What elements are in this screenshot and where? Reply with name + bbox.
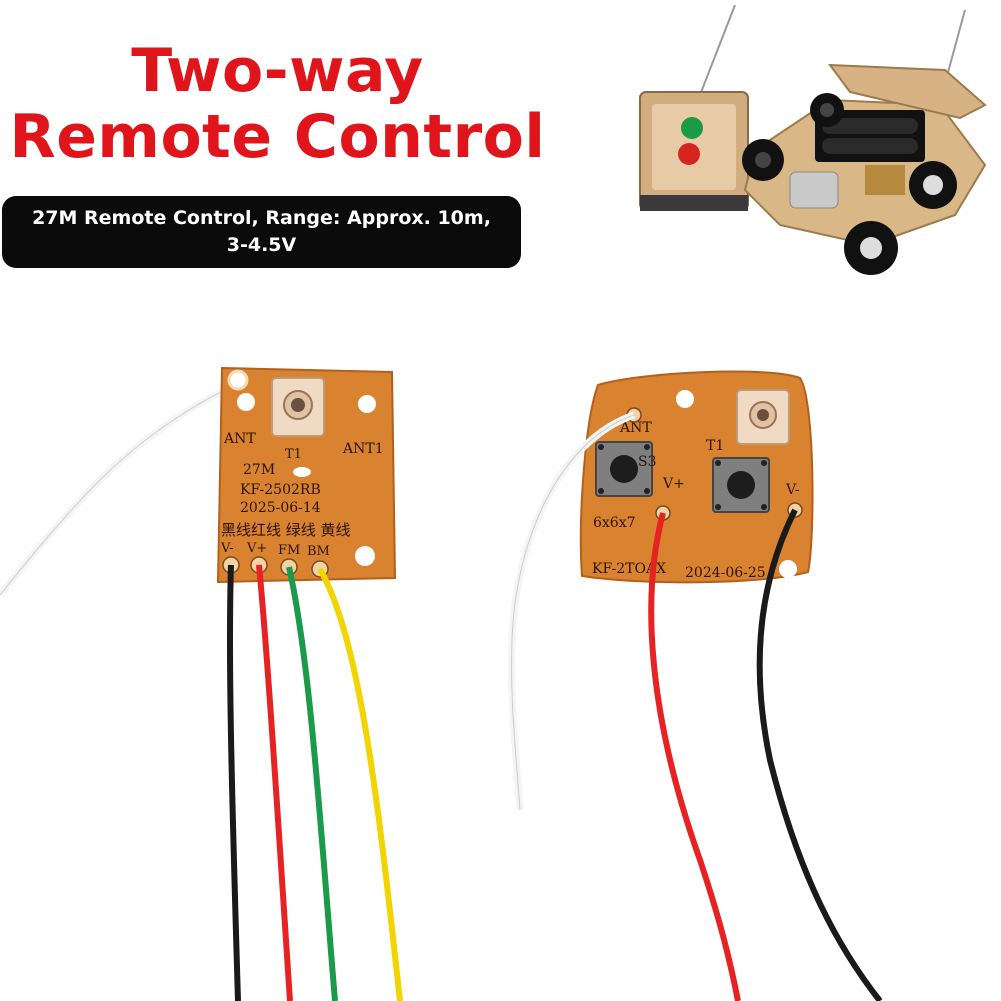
transmitter-date-label: 2024-06-25 [685, 565, 766, 581]
remote-red-button [678, 143, 700, 165]
receiver-ant1-label: ANT1 [342, 441, 384, 457]
receiver-ant-label: ANT [223, 431, 256, 447]
receiver-green-wire [286, 566, 338, 1001]
receiver-wire-color-label: 黑线红线 绿线 黄线 [221, 521, 351, 539]
receiver-red-wire [256, 564, 293, 1001]
receiver-black-wire [226, 564, 241, 1001]
receiver-date-label: 2025-06-14 [240, 500, 321, 516]
transmitter-switch-left [595, 441, 653, 497]
title-line-2: Remote Control [9, 102, 546, 172]
receiver-board: ANT ANT1 T1 27M KF-2502RB 2025-06-14 黑线红… [0, 366, 403, 1001]
receiver-pin-bm: BM [307, 544, 330, 559]
receiver-freq-label: 27M [243, 462, 275, 478]
spec-line-2: 3-4.5V [226, 234, 297, 256]
spec-badge: 27M Remote Control, Range: Approx. 10m, … [2, 196, 521, 268]
transmitter-red-wire [648, 512, 741, 1001]
transmitter-s3-label: S3 [638, 454, 657, 470]
title-line-1: Two-way [131, 36, 424, 106]
receiver-yellow-wire [317, 567, 403, 1001]
transmitter-black-wire [756, 508, 883, 1001]
transmitter-vminus-label: V- [785, 482, 800, 498]
transmitter-switch-right [712, 457, 770, 513]
transmitter-t1-label: T1 [706, 438, 724, 454]
product-title: Two-way Remote Control [0, 38, 555, 170]
receiver-pin-vminus: V- [220, 541, 234, 556]
receiver-t1-label: T1 [285, 447, 302, 462]
receiver-model-label: KF-2502RB [240, 482, 321, 498]
transmitter-switch-size-label: 6x6x7 [593, 515, 636, 531]
receiver-pin-fm: FM [278, 543, 300, 558]
transmitter-vplus-label: V+ [662, 476, 685, 492]
transmitter-model-label: KF-2TOAX [592, 561, 666, 577]
remote-green-button [681, 117, 703, 139]
transmitter-board: ANT T1 S3 6x6x7 V+ V- KF-2TOAX 2024-06-2… [508, 370, 883, 1001]
transmitter-ant-label: ANT [619, 420, 652, 436]
receiver-pin-vplus: V+ [246, 541, 267, 556]
car-kit-photo [639, 4, 987, 275]
spec-line-1: 27M Remote Control, Range: Approx. 10m, [32, 207, 491, 229]
